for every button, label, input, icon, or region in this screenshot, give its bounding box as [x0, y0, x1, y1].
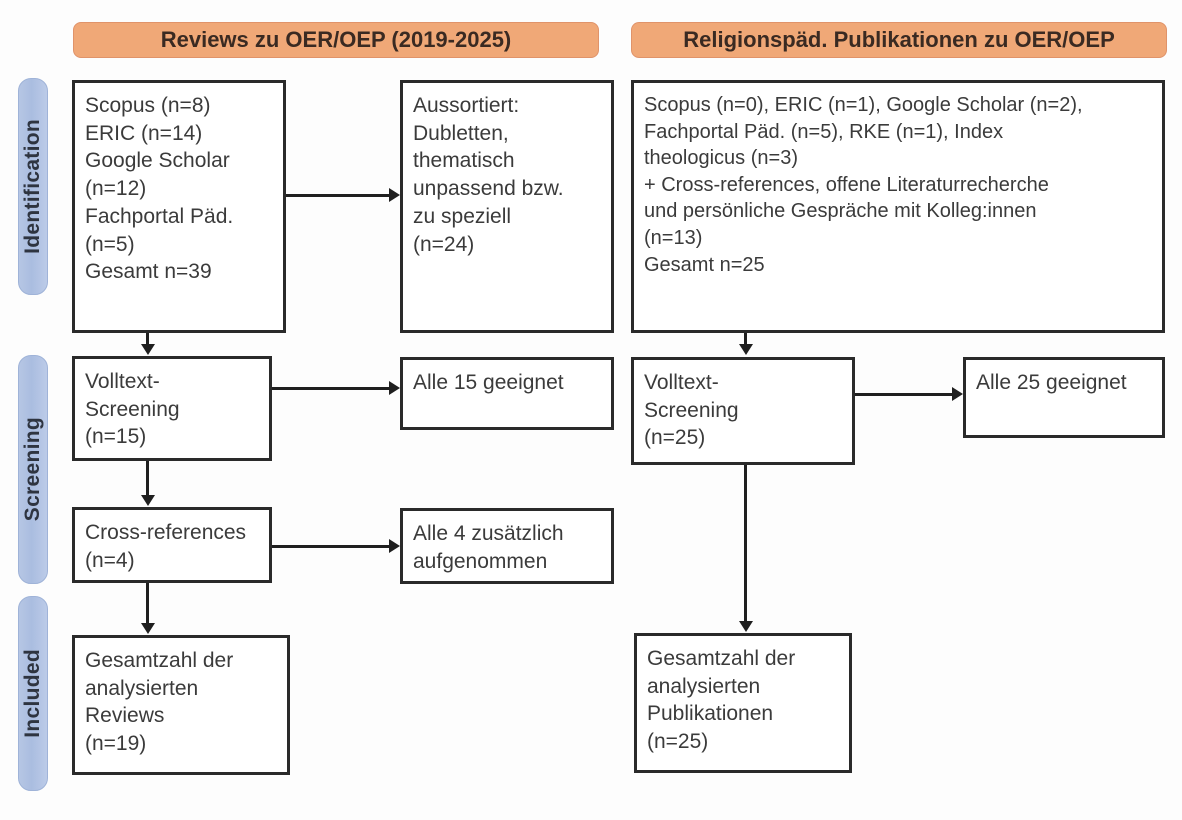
column-header-reviews-label: Reviews zu OER/OEP (2019-2025) — [160, 27, 512, 52]
node-line: (n=25) — [647, 730, 709, 754]
connector-right-sources-to-fulltext — [744, 333, 747, 347]
node-line: theologicus (n=3) — [644, 147, 798, 170]
node-line: Gesamt n=39 — [85, 260, 212, 284]
node-right-sources: Scopus (n=0), ERIC (n=1), Google Scholar… — [631, 80, 1165, 333]
connector-left-fulltext-to-result — [272, 387, 390, 390]
node-line: thematisch — [413, 149, 515, 173]
node-line: Alle 15 geeignet — [413, 371, 564, 394]
node-line: Fachportal Päd. — [85, 204, 234, 228]
arrow-right-fulltext-to-result — [952, 387, 963, 401]
node-right-fulltext-result: Alle 25 geeignet — [963, 357, 1165, 438]
node-line: + Cross-references, offene Literaturrech… — [644, 173, 1049, 196]
stage-bar-identification: Identification — [18, 78, 48, 295]
node-line: Screening — [644, 398, 739, 422]
connector-left-fulltext-to-crossrefs — [146, 461, 149, 497]
node-line: Alle 25 geeignet — [976, 371, 1127, 394]
node-left-crossreferences-result: Alle 4 zusätzlich aufgenommen — [400, 508, 614, 584]
node-left-sources: Scopus (n=8) ERIC (n=14) Google Scholar … — [72, 80, 286, 333]
stage-label-included: Included — [21, 649, 44, 738]
node-line: unpassend bzw. — [413, 177, 564, 201]
node-line: analysierten — [647, 674, 761, 698]
node-line: Screening — [85, 397, 180, 421]
stage-label-identification: Identification — [21, 119, 44, 254]
arrow-left-crossrefs-to-included — [141, 623, 155, 634]
node-line: Scopus (n=0), ERIC (n=1), Google Scholar… — [644, 94, 1083, 116]
node-line: (n=24) — [413, 232, 475, 256]
connector-right-fulltext-to-result — [855, 393, 953, 396]
node-line: ERIC (n=14) — [85, 121, 203, 145]
arrow-left-crossrefs-to-result — [389, 539, 400, 553]
node-line: Publikationen — [647, 702, 774, 726]
node-left-excluded: Aussortiert: Dubletten, thematisch unpas… — [400, 80, 614, 333]
node-line: (n=15) — [85, 425, 147, 449]
stage-bar-screening: Screening — [18, 355, 48, 584]
arrow-left-sources-to-excluded — [389, 188, 400, 202]
connector-left-sources-to-excluded — [286, 194, 390, 197]
node-line: Cross-references — [85, 521, 247, 544]
arrow-left-fulltext-to-result — [389, 381, 400, 395]
node-line: Gesamtzahl der — [85, 649, 234, 672]
arrow-right-fulltext-to-included — [739, 621, 753, 632]
arrow-left-fulltext-to-crossrefs — [141, 495, 155, 506]
node-line: Gesamtzahl der — [647, 647, 796, 670]
node-line: (n=4) — [85, 548, 135, 572]
node-line: Fachportal Päd. (n=5), RKE (n=1), Index — [644, 120, 1004, 143]
arrow-right-sources-to-fulltext — [739, 344, 753, 355]
node-line: Google Scholar — [85, 149, 230, 173]
node-line: (n=19) — [85, 732, 147, 756]
column-header-publikationen-label: Religionspäd. Publikationen zu OER/OEP — [683, 27, 1115, 52]
node-line: (n=5) — [85, 232, 135, 256]
node-line: Alle 4 zusätzlich — [413, 522, 564, 545]
node-left-fulltext-screening: Volltext- Screening (n=15) — [72, 356, 272, 461]
node-line: Dubletten, — [413, 121, 509, 145]
connector-right-fulltext-to-included — [744, 465, 747, 623]
node-left-fulltext-result: Alle 15 geeignet — [400, 357, 614, 430]
node-left-crossreferences: Cross-references (n=4) — [72, 507, 272, 583]
node-line: Aussortiert: — [413, 94, 520, 117]
node-line: (n=12) — [85, 177, 147, 201]
node-right-included-total: Gesamtzahl der analysierten Publikatione… — [634, 633, 852, 773]
stage-label-screening: Screening — [21, 417, 44, 522]
node-line: Volltext- — [644, 371, 719, 394]
stage-bar-included: Included — [18, 596, 48, 791]
arrow-left-sources-to-fulltext — [141, 344, 155, 355]
connector-left-crossrefs-to-result — [272, 545, 390, 548]
node-line: (n=25) — [644, 426, 706, 450]
node-line: Reviews — [85, 704, 165, 728]
node-line: (n=13) — [644, 226, 703, 249]
column-header-reviews: Reviews zu OER/OEP (2019-2025) — [73, 22, 599, 58]
node-line: Scopus (n=8) — [85, 94, 211, 117]
node-line: analysierten — [85, 676, 199, 700]
connector-left-crossrefs-to-included — [146, 583, 149, 625]
node-line: Gesamt n=25 — [644, 253, 765, 276]
node-left-included-total: Gesamtzahl der analysierten Reviews (n=1… — [72, 635, 290, 775]
node-line: und persönliche Gespräche mit Kolleg:inn… — [644, 200, 1037, 223]
node-line: zu speziell — [413, 204, 512, 228]
column-header-publikationen: Religionspäd. Publikationen zu OER/OEP — [631, 22, 1167, 58]
node-line: aufgenommen — [413, 549, 548, 573]
node-line: Volltext- — [85, 370, 160, 393]
node-right-fulltext-screening: Volltext- Screening (n=25) — [631, 357, 855, 465]
connector-left-sources-to-fulltext — [146, 333, 149, 347]
